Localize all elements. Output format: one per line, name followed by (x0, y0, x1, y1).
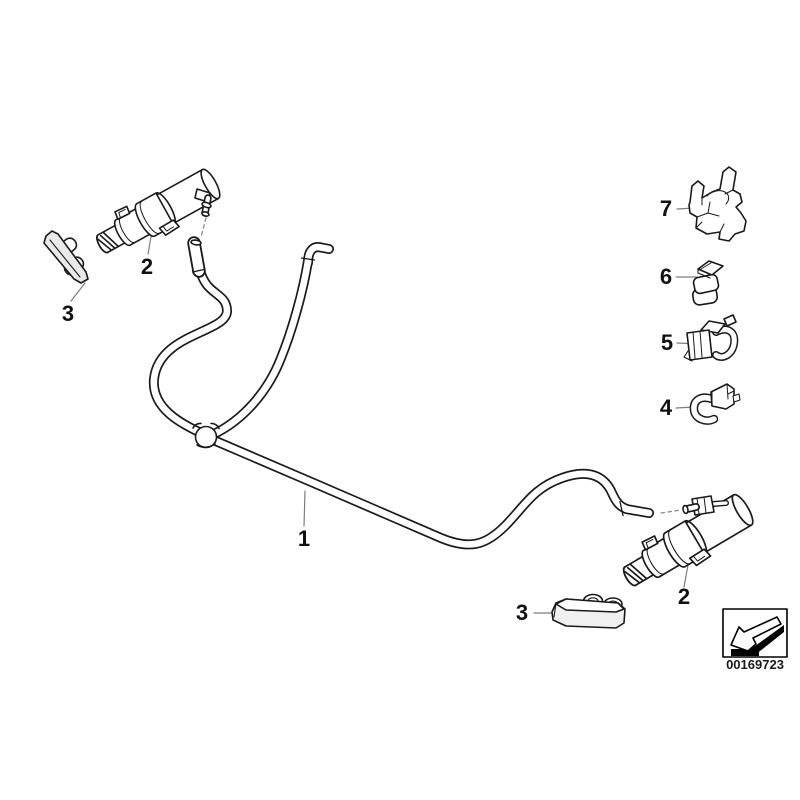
cover-cap-upper (43, 230, 89, 284)
callout-5-clamp: 5 (660, 330, 674, 355)
callout-4-clip: 4 (659, 395, 673, 420)
clip-part-4 (689, 383, 741, 425)
callout-2-nozzle-upper: 2 (140, 254, 154, 279)
callout-3-cap-lower: 3 (515, 600, 529, 625)
bracket-part-7 (688, 166, 747, 242)
callout-6-clip: 6 (659, 264, 673, 289)
clamp-part-5 (683, 314, 739, 362)
callout-7-bracket: 7 (659, 196, 673, 221)
callout-1-hose: 1 (297, 526, 311, 551)
callout-3-cap-upper: 3 (61, 301, 75, 326)
washer-nozzle-upper (87, 161, 228, 267)
hose-part-1 (148, 236, 654, 550)
direction-legend (722, 608, 788, 658)
washer-nozzle-lower (613, 486, 761, 601)
hose-tee-connector (192, 422, 220, 449)
clip-part-6 (691, 260, 724, 306)
dashed-connectors (200, 217, 682, 514)
cover-cap-lower (551, 593, 626, 629)
image-number: 00169723 (726, 657, 784, 672)
arrow-down-left-icon (730, 616, 784, 656)
callout-2-nozzle-lower: 2 (677, 584, 691, 609)
